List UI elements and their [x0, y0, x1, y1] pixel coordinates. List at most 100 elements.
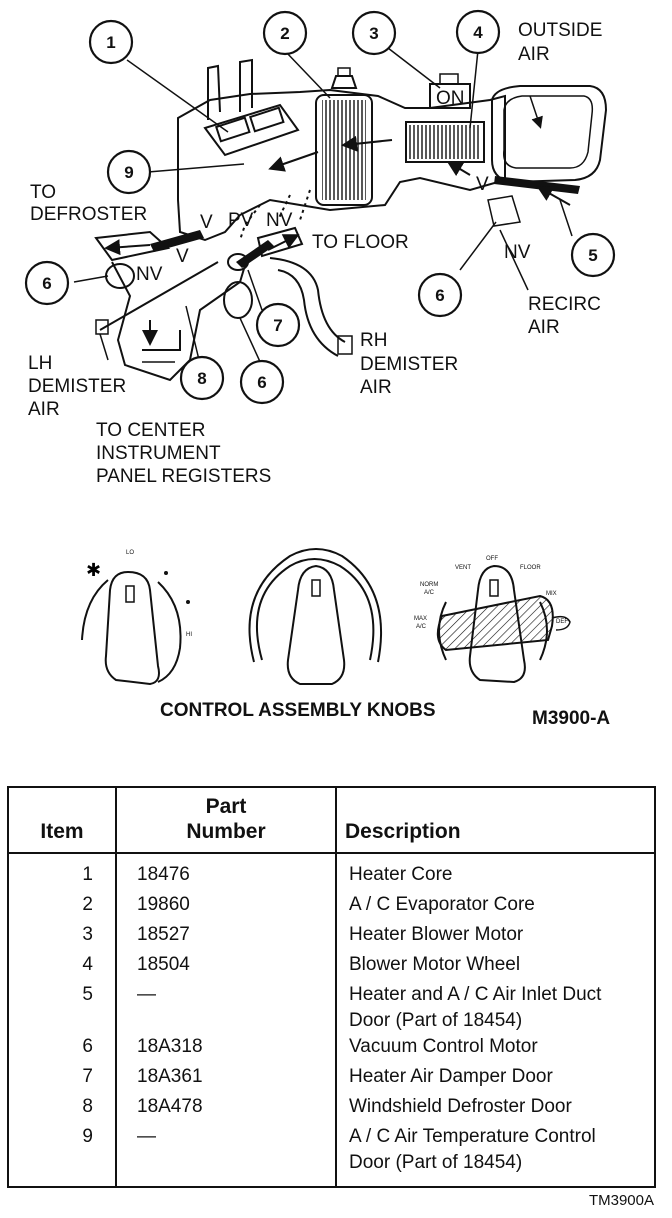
header-description: Description — [335, 787, 656, 855]
cell-item: 8 — [7, 1094, 117, 1125]
port-v-left: V — [200, 212, 213, 233]
heater-core — [203, 103, 300, 157]
svg-text:8: 8 — [197, 369, 206, 388]
description-line-1: Heater Core — [349, 864, 453, 886]
lo-label: LO — [126, 550, 134, 556]
port-nv-left: NV — [136, 264, 163, 285]
cell-item: 1 — [7, 853, 117, 893]
cell-item: 5 — [7, 982, 117, 1035]
blower-wheel — [405, 121, 485, 163]
outside-air-inlet — [491, 85, 608, 184]
cell-item: 9 — [7, 1124, 117, 1188]
callout-6-left: 6 — [24, 260, 70, 306]
svg-text:1: 1 — [106, 33, 115, 52]
callout-8: 8 — [179, 355, 225, 401]
description-line-1: A / C Evaporator Core — [349, 894, 535, 916]
flow-arrow-4 — [536, 186, 571, 206]
cell-description: Heater Blower Motor — [335, 922, 656, 953]
description-line-2: Door (Part of 18454) — [349, 1152, 523, 1174]
rh-demister-label-2: DEMISTER — [360, 354, 458, 375]
to-floor-label: TO FLOOR — [312, 232, 409, 253]
port-pv: PV — [228, 210, 254, 231]
table-row: 9 — A / C Air Temperature Control Door (… — [7, 1124, 656, 1188]
cell-part: 19860 — [115, 892, 337, 923]
table-row: 7 18A361 Heater Air Damper Door — [7, 1064, 656, 1095]
document-id: TM3900A — [588, 1192, 654, 1209]
header-part-label-2: Number — [186, 820, 266, 844]
cell-description: Heater Air Damper Door — [335, 1064, 656, 1095]
cell-item: 3 — [7, 922, 117, 953]
svg-text:7: 7 — [273, 316, 282, 335]
header-part-label-1: Part — [205, 795, 247, 818]
floor-label: FLOOR — [520, 565, 541, 571]
knobs-caption: CONTROL ASSEMBLY KNOBS — [160, 700, 436, 721]
svg-text:6: 6 — [435, 286, 444, 305]
cell-part: — — [115, 982, 337, 1035]
cell-description: Heater and A / C Air Inlet Duct Door (Pa… — [335, 982, 656, 1035]
blower-motor: ON — [429, 73, 471, 109]
vent-label: VENT — [455, 565, 471, 571]
figure-id: M3900-A — [532, 708, 610, 729]
description-line-1: Vacuum Control Motor — [349, 1036, 538, 1058]
cell-part: 18476 — [115, 853, 337, 893]
center-register-label-1: TO CENTER — [96, 420, 205, 441]
svg-text:6: 6 — [42, 274, 51, 293]
blower-knob: ✱ LO HI — [81, 550, 192, 686]
cell-part: — — [115, 1124, 337, 1188]
port-nv-right: NV — [504, 242, 531, 263]
cell-description: A / C Air Temperature Control Door (Part… — [335, 1124, 656, 1188]
flow-arrow-1 — [341, 135, 393, 152]
table-row: 1 18476 Heater Core — [7, 853, 656, 893]
header-item: Item — [7, 787, 117, 855]
to-defroster-label-1: TO — [30, 182, 56, 203]
hi-label: HI — [186, 632, 192, 638]
airflow-dotted-2 — [277, 194, 291, 221]
svg-text:4: 4 — [473, 23, 483, 42]
cell-part: 18A478 — [115, 1094, 337, 1125]
table-row: 3 18527 Heater Blower Motor — [7, 922, 656, 953]
cell-item: 2 — [7, 892, 117, 923]
svg-text:5: 5 — [588, 246, 597, 265]
max-ac-label-2: A/C — [416, 624, 427, 630]
vacuum-motor-center — [223, 281, 253, 319]
defrost-label: DEF — [556, 619, 568, 625]
defroster-door — [150, 230, 204, 252]
to-defroster-label-2: DEFROSTER — [30, 204, 147, 225]
outside-air-label-1: OUTSIDE — [518, 20, 602, 41]
table-row: 2 19860 A / C Evaporator Core — [7, 892, 656, 923]
description-line-1: Blower Motor Wheel — [349, 954, 521, 976]
cell-item: 7 — [7, 1064, 117, 1095]
mix-label: MIX — [546, 591, 557, 597]
rh-demister-label-1: RH — [360, 330, 387, 351]
callout-9: 9 — [106, 149, 152, 195]
header-item-label: Item — [40, 820, 84, 844]
cell-part: 18A361 — [115, 1064, 337, 1095]
outside-air-label-2: AIR — [518, 44, 550, 65]
control-knobs: ✱ LO HI VENT OFF FLOOR NORM A/C MAX A/C — [81, 548, 610, 729]
cell-item: 4 — [7, 952, 117, 983]
norm-ac-label-2: A/C — [424, 590, 435, 596]
svg-text:6: 6 — [257, 373, 266, 392]
diagram-labels: OUTSIDE AIR TO DEFROSTER TO FLOOR RECIRC… — [28, 20, 602, 487]
off-label: OFF — [486, 556, 498, 562]
center-register-label-2: INSTRUMENT — [96, 443, 221, 464]
duct-outlets — [94, 226, 353, 382]
cell-item: 6 — [7, 1034, 117, 1065]
hvac-diagram: ON — [24, 9, 616, 729]
description-line-1: A / C Air Temperature Control — [349, 1126, 596, 1148]
hvac-housing: ON — [177, 58, 608, 242]
svg-text:9: 9 — [124, 163, 133, 182]
lh-demister-label-3: AIR — [28, 399, 60, 420]
callout-1: 1 — [88, 19, 134, 65]
cell-description: A / C Evaporator Core — [335, 892, 656, 923]
svg-text:2: 2 — [280, 24, 289, 43]
lh-demister-label-1: LH — [28, 353, 52, 374]
recirc-label-2: AIR — [528, 317, 560, 338]
callout-3: 3 — [351, 10, 397, 56]
damper-door — [236, 240, 274, 268]
port-v-upper: V — [476, 174, 489, 195]
callout-4: 4 — [455, 9, 501, 55]
callout-6-right: 6 — [417, 272, 463, 318]
cell-part: 18504 — [115, 952, 337, 983]
center-register-label-3: PANEL REGISTERS — [96, 466, 271, 487]
